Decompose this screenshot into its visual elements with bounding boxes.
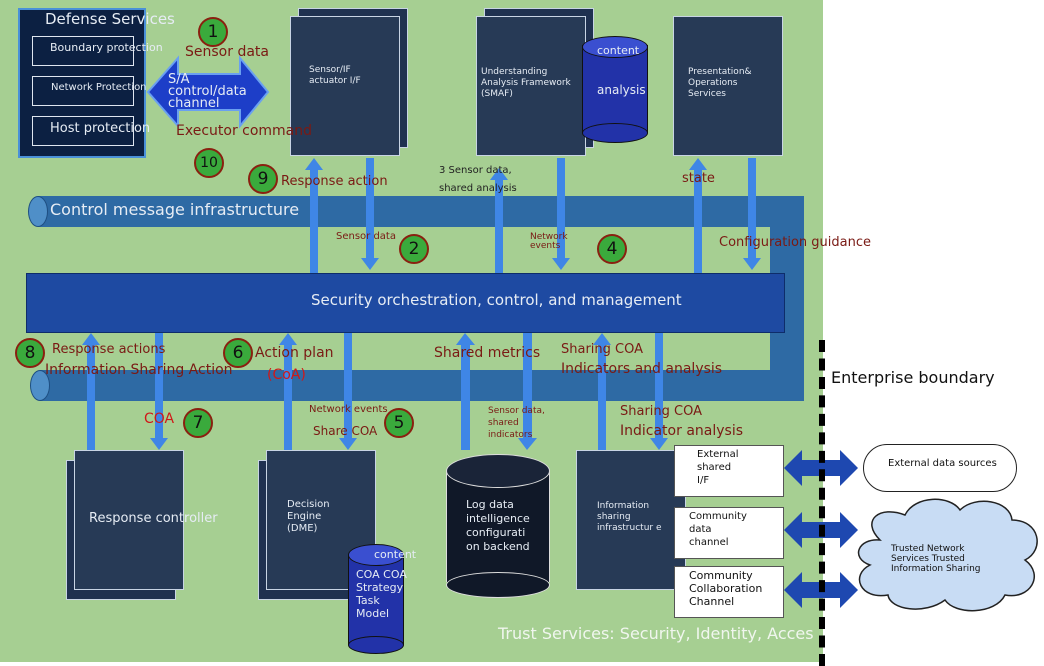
- host-protection-label: Host protection: [50, 121, 151, 136]
- step-badge-7: 7: [183, 408, 213, 438]
- label-network-events-low: Network events: [309, 404, 388, 415]
- label-network-events-top: Network events: [530, 232, 568, 251]
- external-data-sources[interactable]: External data sources: [863, 444, 1017, 492]
- info-sharing-pipe: [40, 370, 804, 401]
- log-cylinder: [446, 470, 550, 582]
- boundary-protection-label: Boundary protection: [50, 41, 163, 54]
- community-collab-box[interactable]: Community Collaboration Channel: [674, 566, 784, 618]
- trusted-cloud: [857, 498, 1038, 612]
- label-sensor-data-mid: Sensor data: [336, 231, 396, 242]
- defense-services-title: Defense Services: [45, 10, 175, 28]
- sa-channel-label: S/A control/data channel: [168, 72, 247, 111]
- log-cylinder-top: [446, 454, 550, 488]
- coa-cylinder-body-label: COA COA Strategy Task Model: [356, 568, 407, 620]
- content-cylinder: [582, 45, 648, 133]
- step-badge-5: 5: [384, 408, 414, 438]
- sensor-if-label: Sensor/IF actuator I/F: [309, 65, 361, 86]
- host-protection-box[interactable]: Host protection: [32, 116, 150, 146]
- trusted-network-label: Trusted Network Services Trusted Informa…: [891, 544, 981, 574]
- response-controller-box[interactable]: Response controller: [74, 450, 218, 590]
- step-badge-4: 4: [597, 234, 627, 264]
- label-state: state: [682, 171, 715, 186]
- label-configuration-guidance: Configuration guidance: [719, 235, 872, 250]
- label-response-action: Response action: [281, 174, 388, 189]
- label-coa: COA: [144, 411, 175, 427]
- community-collab-label: Community Collaboration Channel: [689, 569, 763, 608]
- control-message-label: Control message infrastructure: [50, 200, 300, 219]
- presentation-label: Presentation& Operations Services: [688, 67, 752, 99]
- control-message-pipe-cap: [28, 196, 48, 227]
- coa-cylinder-top-label: content: [374, 548, 417, 561]
- content-cylinder-top-label: content: [597, 44, 640, 57]
- label-info-sharing-action: Information Sharing Action: [45, 362, 233, 378]
- label-executor-command: Executor command: [176, 123, 313, 139]
- label-share-coa: Share COA: [313, 424, 378, 438]
- label-coa-paren: (CoA): [267, 367, 306, 383]
- control-message-pipe: [38, 196, 804, 227]
- coa-cylinder-bottom: [348, 636, 404, 654]
- label-indicator-analysis: Indicator analysis: [620, 423, 743, 439]
- label-sharing-coa-2: Sharing COA: [620, 404, 703, 419]
- content-cylinder-bottom: [582, 123, 648, 143]
- step-badge-2: 2: [399, 234, 429, 264]
- log-cylinder-bottom: [446, 572, 550, 598]
- label-indicators-and-analysis: Indicators and analysis: [561, 361, 723, 377]
- label-action-plan: Action plan: [255, 345, 334, 361]
- external-shared-if-label: External shared I/F: [697, 449, 739, 486]
- info-sharing-label: Information sharing infrastructur e: [597, 501, 662, 533]
- coa-cylinder-top: [348, 544, 404, 566]
- label-sharing-coa-1: Sharing COA: [561, 342, 644, 357]
- orchestration-bar: Security orchestration, control, and man…: [26, 273, 785, 333]
- dme-label: Decision Engine (DME): [287, 499, 330, 534]
- smaf-box[interactable]: Understanding Analysis Framework (SMAF): [476, 16, 586, 156]
- enterprise-boundary-label: Enterprise boundary: [831, 368, 995, 387]
- content-cylinder-top: [582, 36, 648, 58]
- presentation-box[interactable]: Presentation& Operations Services: [673, 16, 783, 156]
- enterprise-boundary-line: [819, 340, 825, 666]
- sa-double-arrow: [146, 55, 270, 129]
- step-badge-8: 8: [15, 338, 45, 368]
- info-sharing-pipe-cap: [30, 370, 50, 401]
- step-badge-6: 6: [223, 338, 253, 368]
- sensor-if-box[interactable]: Sensor/IF actuator I/F: [290, 16, 400, 156]
- response-controller-label: Response controller: [89, 511, 218, 526]
- community-data-box[interactable]: Community data channel: [674, 507, 784, 559]
- step-badge-10: 10: [194, 148, 224, 178]
- network-protection-label: Network Protection: [51, 82, 147, 93]
- trust-services-label: Trust Services: Security, Identity, Acce…: [498, 624, 814, 643]
- orchestration-label: Security orchestration, control, and man…: [311, 291, 682, 309]
- network-protection-box[interactable]: Network Protection: [32, 76, 147, 106]
- coa-cylinder: [348, 555, 404, 645]
- label-sensor-shared-analysis: 3 Sensor data, shared analysis: [439, 165, 517, 194]
- log-cylinder-label: Log data intelligence configurati on bac…: [466, 498, 530, 553]
- external-data-sources-label: External data sources: [888, 458, 997, 469]
- label-response-actions: Response actions: [52, 342, 166, 357]
- label-sensor-data-shared-indicators: Sensor data, shared indicators: [488, 406, 545, 440]
- info-sharing-box[interactable]: Information sharing infrastructur e: [576, 450, 686, 590]
- content-cylinder-body-label: analysis: [597, 83, 646, 97]
- label-sensor-data-top: Sensor data: [185, 44, 269, 60]
- smaf-label: Understanding Analysis Framework (SMAF): [481, 67, 571, 99]
- boundary-protection-box[interactable]: Boundary protection: [32, 36, 163, 66]
- step-badge-1: 1: [198, 17, 228, 47]
- step-badge-9: 9: [248, 164, 278, 194]
- community-data-label: Community data channel: [689, 511, 747, 548]
- external-shared-if-box[interactable]: External shared I/F: [674, 445, 784, 497]
- label-shared-metrics: Shared metrics: [434, 345, 541, 361]
